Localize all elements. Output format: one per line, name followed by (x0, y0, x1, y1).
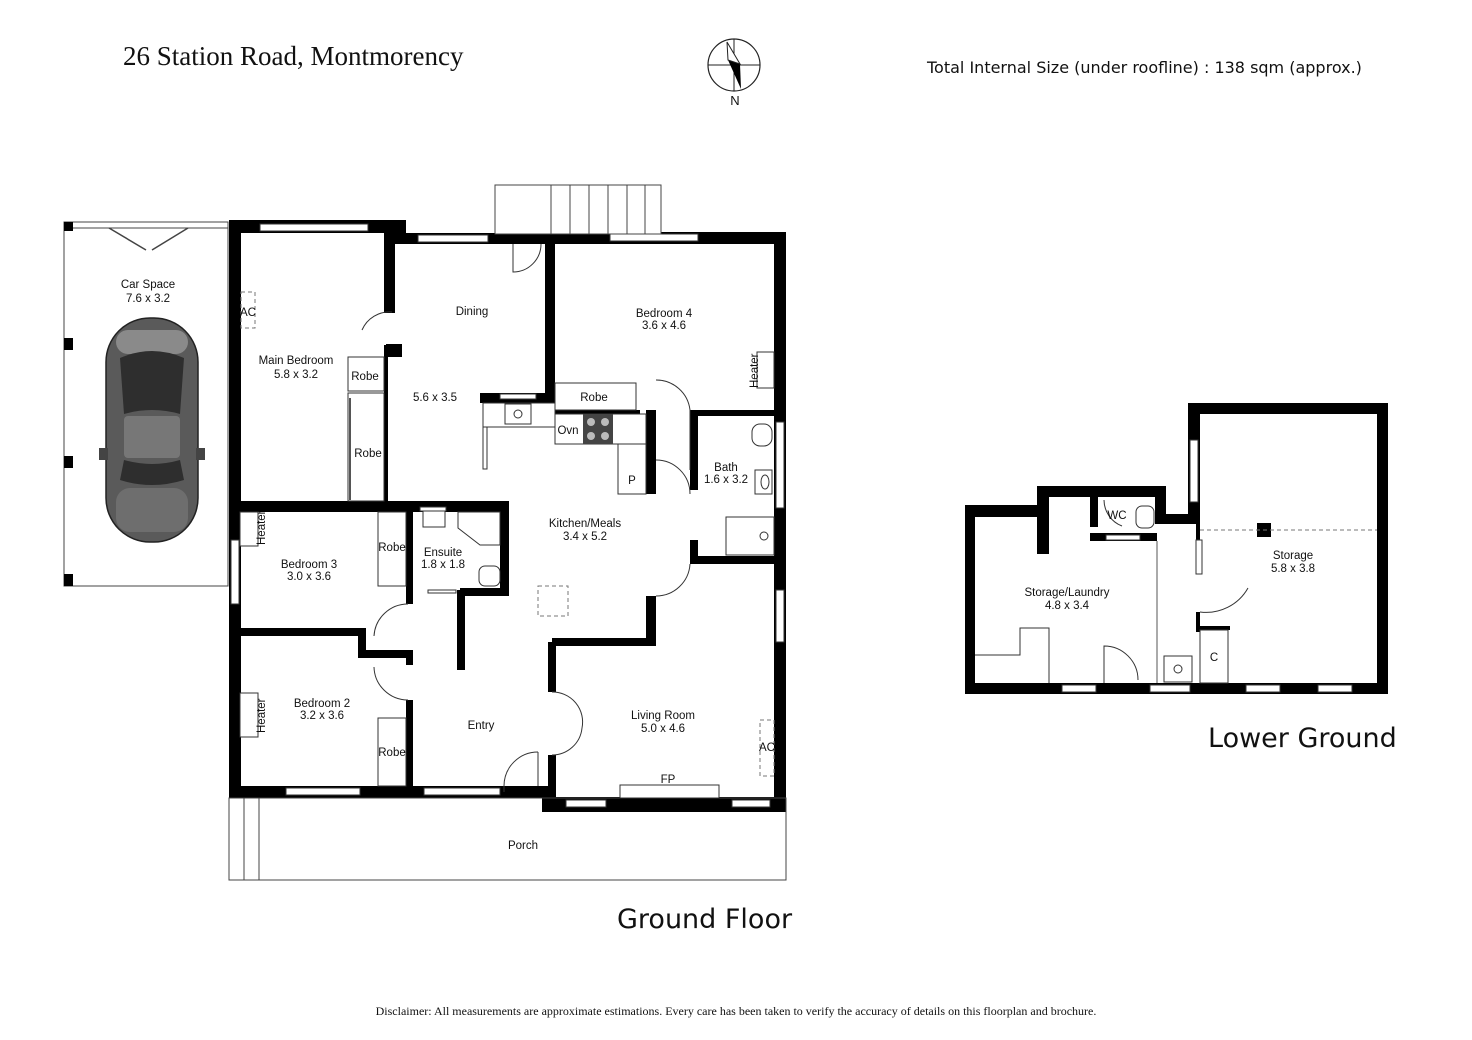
bedroom3-name: Bedroom 3 (281, 559, 337, 571)
property-address: 26 Station Road, Montmorency (123, 41, 464, 71)
car-space-name: Car Space (121, 279, 175, 291)
storage-size: 5.8 x 3.8 (1271, 563, 1315, 575)
compass-icon (707, 38, 761, 92)
robe-label-2: Robe (354, 448, 382, 460)
ground-floor-title: Ground Floor (617, 904, 793, 935)
robe-label-1: Robe (351, 371, 379, 383)
living-name: Living Room (631, 710, 695, 722)
bedroom4-name: Bedroom 4 (636, 308, 693, 320)
kitchen-size: 3.4 x 5.2 (563, 531, 607, 543)
disclaimer: Disclaimer: All measurements are approxi… (376, 1004, 1097, 1018)
fixture-labels: AC AC Robe Robe Robe Robe Robe Ovn P FP … (240, 307, 1218, 786)
cupboard-label: C (1210, 652, 1218, 664)
bedroom3-size: 3.0 x 3.6 (287, 571, 331, 583)
kitchen-name: Kitchen/Meals (549, 518, 621, 530)
lower-ground-title: Lower Ground (1208, 723, 1397, 754)
main-bedroom-name: Main Bedroom (259, 355, 334, 367)
porch-name: Porch (508, 840, 538, 852)
stairs (494, 184, 662, 235)
robe-label-4: Robe (378, 542, 406, 554)
car-space-size: 7.6 x 3.2 (126, 293, 170, 305)
pantry-label: P (628, 475, 636, 487)
main-bedroom-size: 5.8 x 3.2 (274, 369, 318, 381)
heater-label-bedroom2: Heater (256, 698, 268, 733)
bath-name: Bath (714, 462, 738, 474)
heater-label-bedroom4: Heater (749, 353, 761, 388)
fixtures (239, 291, 775, 799)
ensuite-size: 1.8 x 1.8 (421, 559, 465, 571)
doors (361, 243, 691, 792)
heater-label-bedroom3: Heater (256, 510, 268, 545)
storage-name: Storage (1273, 550, 1313, 562)
bedroom4-size: 3.6 x 4.6 (642, 320, 686, 332)
car-icon (99, 317, 205, 543)
living-size: 5.0 x 4.6 (641, 723, 685, 735)
robe-label-3: Robe (580, 392, 608, 404)
ensuite-name: Ensuite (424, 547, 462, 559)
entry-name: Entry (468, 720, 495, 732)
storage-laundry-name: Storage/Laundry (1024, 587, 1109, 599)
windows (230, 223, 785, 808)
ac-label-living: AC (759, 742, 775, 754)
bath-size: 1.6 x 3.2 (704, 474, 748, 486)
total-internal-size: Total Internal Size (under roofline) : 1… (926, 58, 1362, 77)
bedroom2-size: 3.2 x 3.6 (300, 710, 344, 722)
compass-north-label: N (730, 93, 739, 108)
wc-label: WC (1107, 510, 1126, 522)
ac-label-main-bedroom: AC (240, 307, 256, 319)
oven-label: Ovn (557, 425, 578, 437)
fireplace-label: FP (661, 774, 676, 786)
room-labels: Car Space 7.6 x 3.2 Main Bedroom 5.8 x 3… (121, 279, 1315, 852)
ground-floor-walls (229, 220, 786, 812)
dining-name: Dining (456, 306, 489, 318)
lower-ground-fixtures (975, 439, 1377, 693)
porch (228, 797, 787, 881)
lower-ground-walls (965, 403, 1388, 694)
robe-label-5: Robe (378, 747, 406, 759)
bedroom2-name: Bedroom 2 (294, 698, 350, 710)
car-space (63, 221, 229, 587)
dining-size: 5.6 x 3.5 (413, 392, 457, 404)
storage-laundry-size: 4.8 x 3.4 (1045, 600, 1090, 612)
